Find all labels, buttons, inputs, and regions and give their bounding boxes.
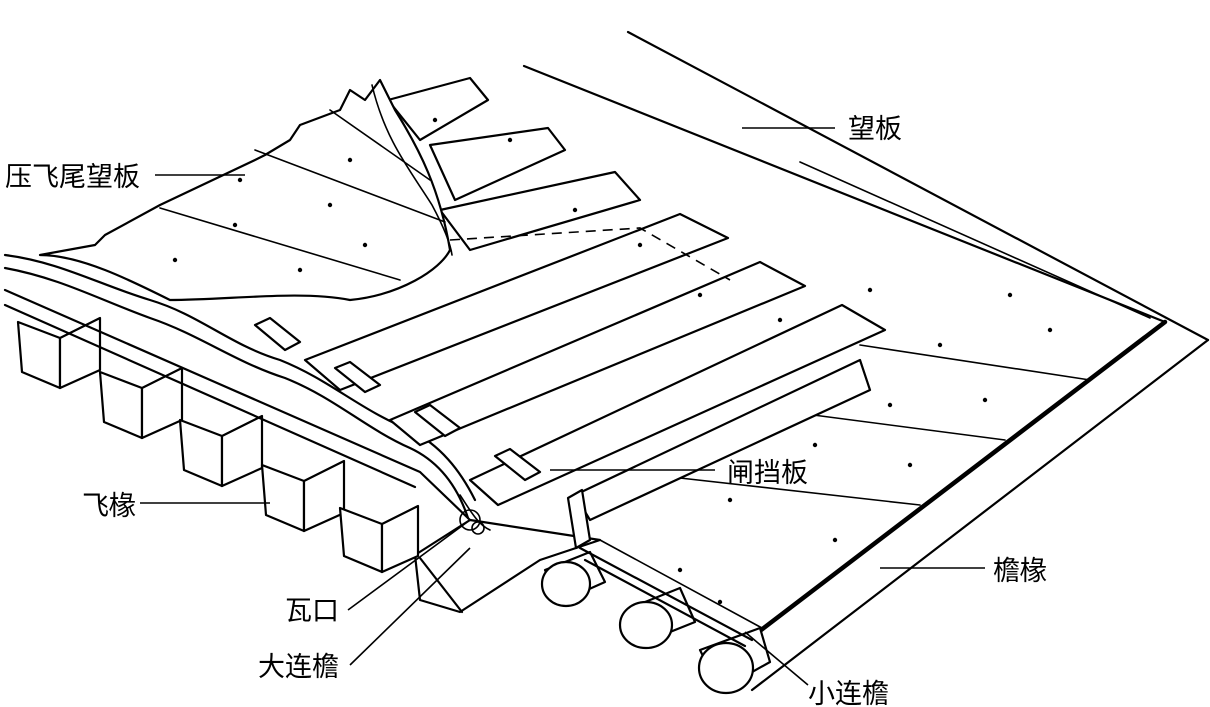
label-wangban: 望板 <box>848 114 902 145</box>
small-eave-purlin <box>578 539 763 648</box>
rafter-tails <box>253 76 887 550</box>
label-dalianyan: 大连檐 <box>258 652 339 683</box>
nail-dots <box>172 117 1053 605</box>
flying-rafters <box>16 316 420 574</box>
label-yafeiwei: 压飞尾望板 <box>5 162 140 193</box>
label-yanchuan: 檐椽 <box>993 556 1047 587</box>
tile-mouth-board <box>3 253 491 535</box>
label-feichuan: 飞椽 <box>82 491 136 522</box>
label-wakou: 瓦口 <box>285 596 339 627</box>
label-zhadangban: 闸挡板 <box>727 458 808 489</box>
label-xiaolianyan: 小连檐 <box>808 679 889 707</box>
leader-lines <box>140 127 985 686</box>
tail-sheathing <box>38 78 453 302</box>
labels: 望板 压飞尾望板 闸挡板 飞椽 檐椽 瓦口 大连檐 小连檐 <box>5 114 1047 707</box>
eave-rafters <box>540 550 772 695</box>
